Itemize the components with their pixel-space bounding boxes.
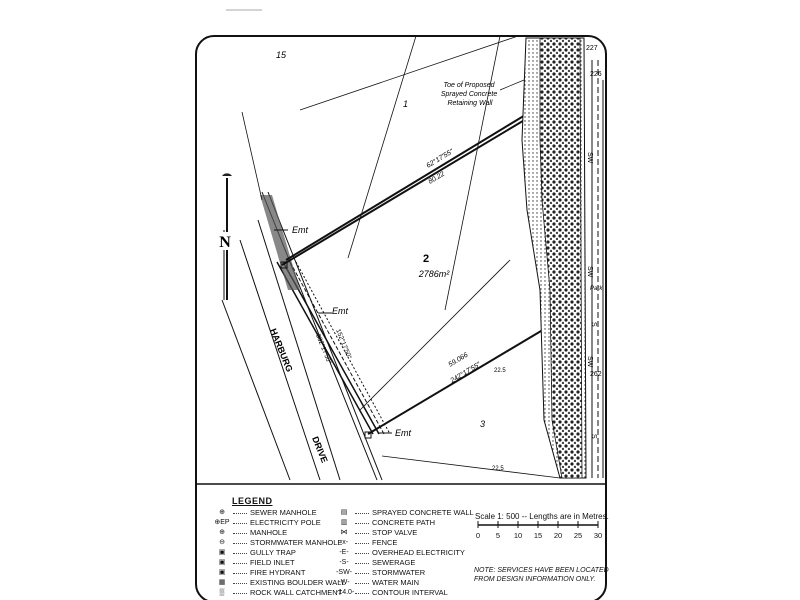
services-note: NOTE: SERVICES HAVE BEEN LOCATED FROM DE… xyxy=(474,566,609,584)
svg-text:Toe of Proposed Sprayed Co: Toe of Proposed Sprayed Concrete Retaini… xyxy=(441,82,499,107)
legend-label: SEWERAGE xyxy=(372,558,416,567)
legend-item: ⋈ STOP VALVE xyxy=(336,528,418,538)
scale-title: Scale 1: 500 -- Lengths are in Metres. xyxy=(475,512,609,521)
frontage-bearing-1: 152°17'50" xyxy=(334,328,353,361)
services-note-line-1: NOTE: SERVICES HAVE BEEN LOCATED xyxy=(474,567,609,574)
legend-symbol: ⊕EP xyxy=(214,519,230,527)
legend-symbol: ▣ xyxy=(218,549,226,557)
legend-symbol: ▤ xyxy=(340,509,348,517)
legend-label: FENCE xyxy=(372,538,398,547)
legend-item: ▣ FIRE HYDRANT xyxy=(214,568,306,578)
legend-label: STOP VALVE xyxy=(372,528,418,537)
legend-label: CONCRETE PATH xyxy=(372,518,436,527)
lot-number-262: 262 xyxy=(590,371,602,378)
scale-bar xyxy=(477,521,599,528)
svg-text:SW: SW xyxy=(586,266,593,278)
legend-title: LEGEND xyxy=(232,496,273,506)
legend-label: CONTOUR INTERVAL xyxy=(372,588,448,597)
scale-tick-label: 5 xyxy=(495,531,501,540)
legend-item: -SW- STORMWATER xyxy=(336,568,425,578)
emt-label-mid: Emt xyxy=(332,306,349,316)
rock-wall-catchment xyxy=(539,37,583,479)
lot-label-15: 15 xyxy=(276,50,287,60)
legend-symbol: ▣ xyxy=(218,559,226,567)
legend-symbol: ⊕ xyxy=(219,509,225,517)
svg-text:SW: SW xyxy=(586,152,593,164)
legend-label: MANHOLE xyxy=(250,528,288,537)
legend-symbol: -x- xyxy=(339,539,349,547)
legend-symbol: ⊖ xyxy=(219,539,225,547)
contour-label-2: 22.5 xyxy=(492,466,504,472)
legend-label: ELECTRICITY POLE xyxy=(250,518,321,527)
legend-label: SEWER MANHOLE xyxy=(250,508,317,517)
legend-label: GULLY TRAP xyxy=(250,548,296,557)
legend-item: -S- SEWERAGE xyxy=(336,558,415,568)
svg-text:SW: SW xyxy=(586,356,593,368)
street-name-harburg: HARBURG xyxy=(268,327,295,373)
legend-label: OVERHEAD ELECTRICITY xyxy=(372,548,465,557)
north-label: N xyxy=(219,234,231,251)
legend-label: FIRE HYDRANT xyxy=(250,568,306,577)
svg-text:S: S xyxy=(590,434,597,439)
lot-number-227: 227 xyxy=(586,45,598,52)
legend-symbol: ▦ xyxy=(218,579,226,587)
legend-item: ▣ FIELD INLET xyxy=(214,558,295,568)
legend-symbol: -14.0- xyxy=(336,589,355,597)
svg-text:S: S xyxy=(590,322,597,327)
emt-label-bottom: Emt xyxy=(395,428,412,438)
legend-symbol: -E- xyxy=(339,549,349,557)
bearing-bottom-1: 59.066 xyxy=(447,352,469,369)
contour-label-1: 22.5 xyxy=(494,368,506,374)
legend-label: EXISTING BOULDER WALL xyxy=(250,578,346,587)
legend-symbol: ▒ xyxy=(219,589,225,597)
legend-item: ⊖ STORMWATER MANHOLE xyxy=(214,538,342,548)
legend-symbol: ▥ xyxy=(340,519,348,527)
legend-item: ▣ GULLY TRAP xyxy=(214,548,296,558)
legend-item: ▦ EXISTING BOULDER WALL xyxy=(214,578,346,588)
legend-label: WATER MAIN xyxy=(372,578,420,587)
lot-area: 2786m² xyxy=(418,269,451,279)
legend-label: STORMWATER MANHOLE xyxy=(250,538,343,547)
legend-item: -E- OVERHEAD ELECTRICITY xyxy=(336,548,465,558)
legend-symbol: ⊕ xyxy=(219,529,225,537)
services-note-line-2: FROM DESIGN INFORMATION ONLY. xyxy=(474,576,596,583)
legend-label: ROCK WALL CATCHMENT xyxy=(250,588,343,597)
scale-tick-label: 0 xyxy=(475,531,481,540)
legend-item: ⊕ SEWER MANHOLE xyxy=(214,508,317,518)
lot-number-226: 226 xyxy=(590,71,602,78)
legend-item: ▤ SPRAYED CONCRETE WALL xyxy=(336,508,474,518)
legend-label: FIELD INLET xyxy=(250,558,295,567)
park-label: Park xyxy=(590,286,603,292)
legend-item: ▒ ROCK WALL CATCHMENT xyxy=(214,588,343,598)
legend-item: ▥ CONCRETE PATH xyxy=(336,518,435,528)
emt-label-top: Emt xyxy=(292,225,309,235)
legend-label: SPRAYED CONCRETE WALL xyxy=(372,508,474,517)
legend-item: -x- FENCE xyxy=(336,538,398,548)
scale-tick-label: 30 xyxy=(593,531,603,540)
easement-markers xyxy=(274,229,392,439)
legend-symbol: -S- xyxy=(339,559,349,567)
lot-number: 2 xyxy=(423,253,429,265)
lot-label-1: 1 xyxy=(403,99,408,109)
legend-item: -W- WATER MAIN xyxy=(336,578,419,588)
legend-item: ⊕EP ELECTRICITY POLE xyxy=(214,518,321,528)
lot-label-3: 3 xyxy=(480,419,485,429)
scale-tick-label: 10 xyxy=(513,531,523,540)
legend-symbol: ⋈ xyxy=(340,529,348,537)
legend-label: STORMWATER xyxy=(372,568,426,577)
map-frame xyxy=(195,35,607,600)
legend-symbol: -SW- xyxy=(336,569,352,577)
legend-item: -14.0- CONTOUR INTERVAL xyxy=(336,588,448,598)
scale-tick-label: 20 xyxy=(553,531,563,540)
scale-tick-label: 15 xyxy=(533,531,543,540)
scale-tick-label: 25 xyxy=(573,531,583,540)
legend-symbol: ▣ xyxy=(218,569,226,577)
legend-item: ⊕ MANHOLE xyxy=(214,528,287,538)
legend-symbol: -W- xyxy=(338,579,350,587)
street-hatch xyxy=(260,195,300,290)
